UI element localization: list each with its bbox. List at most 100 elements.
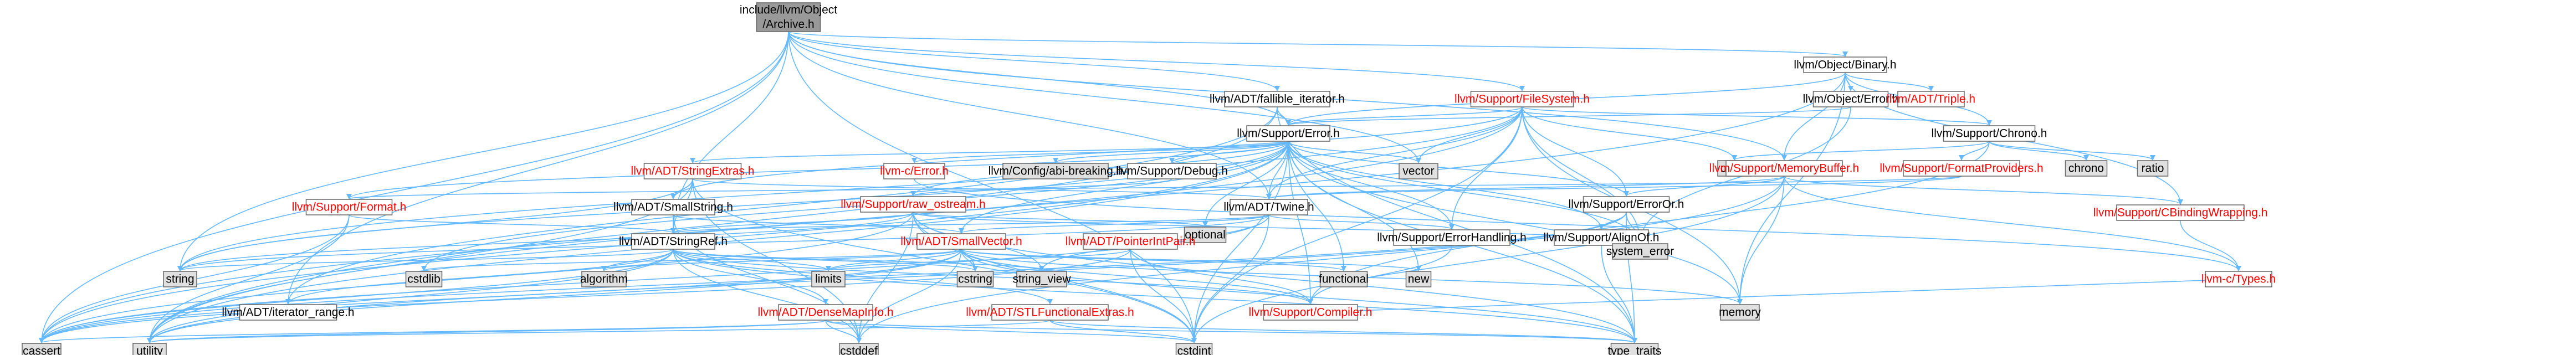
- node-cstring: cstring: [956, 271, 994, 287]
- node-formatproviders-box: [1903, 160, 2020, 177]
- node-binary-label: llvm/Object/Binary.h: [1794, 59, 1896, 71]
- edge-debug-to-rawostream: [910, 178, 1172, 197]
- edge-smallvector-to-new: [961, 249, 1421, 271]
- node-fallible-label: llvm/ADT/fallible_iterator.h: [1210, 93, 1345, 106]
- node-optional: optional: [1184, 227, 1227, 243]
- node-formatproviders[interactable]: llvm/Support/FormatProviders.h: [1879, 160, 2044, 177]
- node-format[interactable]: llvm/Support/Format.h: [292, 199, 407, 215]
- node-errorhandling[interactable]: llvm/Support/ErrorHandling.h: [1377, 229, 1527, 246]
- edge-fallible-to-utility: [147, 106, 1278, 343]
- node-densemapinfo[interactable]: llvm/ADT/DenseMapInfo.h: [757, 304, 894, 321]
- edge-rawostream-to-optional: [913, 212, 1208, 227]
- node-cerror[interactable]: llvm-c/Error.h: [880, 163, 949, 179]
- edge-densemapinfo-to-cstdint: [825, 320, 1197, 343]
- node-compiler[interactable]: llvm/Support/Compiler.h: [1249, 304, 1372, 321]
- edge-error-to-vector: [1288, 141, 1421, 163]
- node-pointerintpair[interactable]: llvm/ADT/PointerIntPair.h: [1066, 233, 1196, 250]
- node-ratio: ratio: [2137, 160, 2169, 177]
- node-filesystem-box: [1470, 91, 1574, 107]
- node-ctypes[interactable]: llvm-c/Types.h: [2201, 271, 2276, 287]
- node-functional: functional: [1319, 271, 1369, 287]
- node-alignof-label: llvm/Support/AlignOf.h: [1544, 231, 1660, 244]
- edge-error-to-functional: [1288, 141, 1346, 271]
- node-error-label: llvm/Support/Error.h: [1237, 127, 1340, 140]
- node-abibreak-box: [1002, 163, 1109, 179]
- node-cbinding-box: [2116, 204, 2245, 221]
- node-filesystem-label: llvm/Support/FileSystem.h: [1455, 93, 1590, 106]
- edge-filesystem-to-erroror: [1522, 106, 1629, 197]
- node-algorithm-label: algorithm: [580, 273, 628, 286]
- node-cerror-box: [883, 163, 945, 179]
- node-objerror-box: [1812, 91, 1889, 107]
- node-memorybuffer[interactable]: llvm/Support/MemoryBuffer.h: [1709, 160, 1859, 177]
- node-cbinding[interactable]: llvm/Support/CBindingWrapping.h: [2093, 204, 2268, 221]
- node-chrono_h[interactable]: llvm/Support/Chrono.h: [1932, 125, 2047, 142]
- edge-error-to-cerror: [911, 141, 1289, 163]
- node-smallvector[interactable]: llvm/ADT/SmallVector.h: [900, 233, 1022, 250]
- node-objerror[interactable]: llvm/Object/Error.h: [1803, 91, 1899, 107]
- node-compiler-box: [1263, 304, 1358, 321]
- edge-smallstring-to-smallvector: [673, 214, 964, 234]
- node-algorithm-box: [581, 271, 627, 287]
- node-triple[interactable]: llvm/ADT/Triple.h: [1887, 91, 1975, 107]
- node-root-box: [756, 2, 821, 32]
- node-iterrange[interactable]: llvm/ADT/iterator_range.h: [222, 304, 355, 321]
- edge-stringref-to-cassert: [39, 249, 674, 343]
- node-debug-label: llvm/Support/Debug.h: [1116, 165, 1228, 178]
- node-cstdlib: cstdlib: [405, 271, 443, 287]
- node-cbinding-label: llvm/Support/CBindingWrapping.h: [2093, 207, 2268, 219]
- node-limits: limits: [811, 271, 846, 287]
- edge-error-to-optional: [1202, 141, 1289, 227]
- edge-densemapinfo-to-cassert: [39, 320, 826, 343]
- edge-memorybuffer-to-cstddef: [856, 176, 1785, 343]
- node-stringextras-label: llvm/ADT/StringExtras.h: [631, 165, 755, 178]
- edge-fallible-to-iterrange: [285, 106, 1278, 305]
- node-fallible[interactable]: llvm/ADT/fallible_iterator.h: [1210, 91, 1345, 107]
- node-erroror[interactable]: llvm/Support/ErrorOr.h: [1569, 196, 1684, 213]
- node-ctypes-label: llvm-c/Types.h: [2201, 273, 2276, 286]
- node-binary[interactable]: llvm/Object/Binary.h: [1794, 56, 1897, 73]
- node-cstdint-box: [1175, 343, 1213, 355]
- node-stringref-box: [631, 233, 715, 250]
- node-stlfunctional-label: llvm/ADT/STLFunctionalExtras.h: [966, 306, 1134, 319]
- node-abibreak: llvm/Config/abi-breaking.h: [989, 163, 1123, 179]
- node-cassert: cassert: [22, 343, 62, 355]
- node-cstdlib-box: [405, 271, 443, 287]
- edge-memorybuffer-to-cstdint: [1191, 176, 1785, 343]
- node-stringextras[interactable]: llvm/ADT/StringExtras.h: [631, 163, 755, 179]
- node-optional-box: [1184, 227, 1227, 243]
- node-stlfunctional[interactable]: llvm/ADT/STLFunctionalExtras.h: [966, 304, 1134, 321]
- node-cstdint-label: cstdint: [1177, 345, 1211, 355]
- edge-cbinding-to-ctypes: [2180, 220, 2241, 271]
- node-cstring-box: [956, 271, 994, 287]
- edge-twine-to-stringref: [670, 214, 1269, 234]
- node-vector-label: vector: [1402, 165, 1434, 178]
- edge-stringref-to-limits: [673, 249, 831, 271]
- edge-memorybuffer-to-ctypes: [1784, 176, 2241, 271]
- node-rawostream[interactable]: llvm/Support/raw_ostream.h: [841, 196, 986, 213]
- edge-densemapinfo-to-typetraits: [825, 320, 1637, 343]
- node-stringref[interactable]: llvm/ADT/StringRef.h: [619, 233, 728, 250]
- edge-stringref-to-typetraits: [673, 249, 1637, 343]
- node-twine[interactable]: llvm/ADT/Twine.h: [1223, 199, 1314, 215]
- node-twine-box: [1230, 199, 1308, 215]
- node-memorybuffer-label: llvm/Support/MemoryBuffer.h: [1709, 162, 1859, 175]
- node-rawostream-box: [860, 196, 966, 213]
- edge-smallvector-to-cstdlib: [421, 249, 962, 271]
- node-error[interactable]: llvm/Support/Error.h: [1237, 125, 1340, 142]
- edge-stringref-to-stringview: [673, 249, 1044, 271]
- node-debug[interactable]: llvm/Support/Debug.h: [1116, 163, 1228, 179]
- node-pointerintpair-label: llvm/ADT/PointerIntPair.h: [1066, 235, 1196, 248]
- node-smallvector-label: llvm/ADT/SmallVector.h: [900, 235, 1022, 248]
- node-alignof[interactable]: llvm/Support/AlignOf.h: [1544, 229, 1660, 246]
- node-smallstring-label: llvm/ADT/SmallString.h: [613, 201, 733, 214]
- node-filesystem[interactable]: llvm/Support/FileSystem.h: [1455, 91, 1590, 107]
- edge-format-to-stringref: [349, 214, 676, 234]
- node-smallstring[interactable]: llvm/ADT/SmallString.h: [613, 199, 733, 215]
- node-ratio-box: [2137, 160, 2169, 177]
- edge-error-to-cstdint: [1191, 141, 1289, 343]
- node-iterrange-label: llvm/ADT/iterator_range.h: [222, 306, 354, 319]
- node-limits-label: limits: [815, 273, 842, 286]
- node-cstring-label: cstring: [958, 273, 992, 286]
